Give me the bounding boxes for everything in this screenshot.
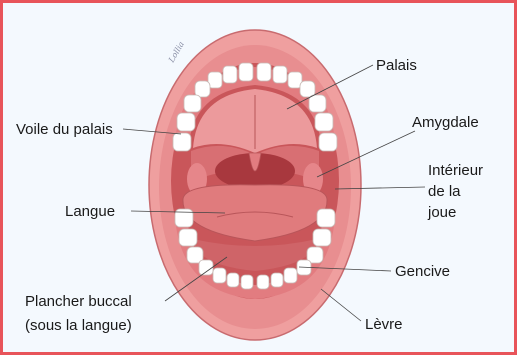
label-palais: Palais (376, 57, 417, 74)
label-plancher-line1: Plancher buccal (25, 293, 132, 310)
label-gencive: Gencive (395, 263, 450, 280)
label-amygdale: Amygdale (412, 114, 479, 131)
mouth-diagram: Lollia Palais Voile du palais Amygdale I… (3, 3, 514, 352)
label-plancher-line2: (sous la langue) (25, 317, 132, 334)
label-langue: Langue (65, 203, 115, 220)
diagram-frame: Lollia Palais Voile du palais Amygdale I… (3, 3, 514, 352)
label-interieur-line3: joue (427, 204, 456, 221)
label-levre: Lèvre (365, 316, 403, 333)
label-interieur-line1: Intérieur (428, 162, 483, 179)
label-interieur-line2: de la (428, 183, 461, 200)
label-voile-du-palais: Voile du palais (16, 121, 113, 138)
artist-signature: Lollia (166, 40, 186, 65)
